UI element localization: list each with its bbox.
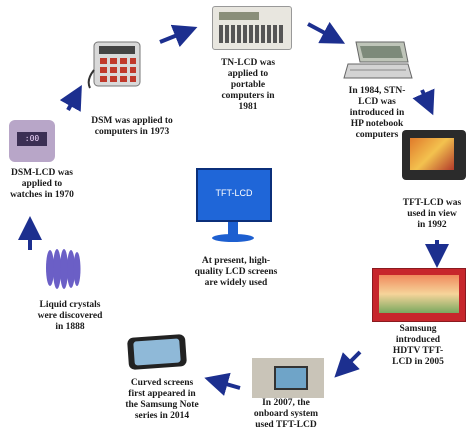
liquid-crystal-image [42, 244, 82, 294]
onboard-display-image [252, 358, 324, 398]
milestone-1984: In 1984, STN- LCD was introduced in HP n… [348, 86, 406, 140]
monitor-screen: TFT-LCD [196, 168, 272, 222]
samsung-hdtv-image [372, 268, 466, 322]
milestone-2014: Curved screens first appeared in the Sam… [125, 378, 199, 421]
arrow-1981-to-1984 [307, 21, 346, 44]
milestone-1981: TN-LCD was applied to portable computers… [220, 58, 276, 112]
milestone-2005: Samsung introduced HDTV TFT- LCD in 2005 [392, 324, 444, 367]
portable-computer-image [212, 6, 292, 50]
dsm-calculator-image [86, 40, 144, 90]
monitor-screen-label: TFT-LCD [215, 188, 253, 198]
milestone-1992: TFT-LCD was used in view in 1992 [402, 198, 462, 230]
arrow-1970-to-1973 [59, 85, 82, 112]
milestone-1970: DSM-LCD was applied to watches in 1970 [10, 168, 74, 200]
tft-lcd-monitor-icon: TFT-LCD [196, 168, 272, 252]
milestone-1888: Liquid crystals were discovered in 1888 [37, 300, 103, 332]
arrow-1984-to-1992 [412, 88, 435, 116]
arrow-2007-to-2014 [204, 372, 241, 396]
milestone-1973: DSM was applied to computers in 1973 [91, 116, 173, 137]
curved-phone-image [124, 330, 190, 374]
tft-viewfinder-image [402, 130, 466, 180]
dsm-lcd-watch-image: :00 [9, 120, 55, 162]
milestone-2007: In 2007, the onboard system used TFT-LCD [253, 398, 319, 430]
arrow-1973-to-1981 [159, 24, 198, 48]
arrow-2005-to-2007 [334, 350, 362, 378]
hp-notebook-image [342, 38, 414, 84]
center-caption: At present, high- quality LCD screens ar… [194, 256, 278, 288]
